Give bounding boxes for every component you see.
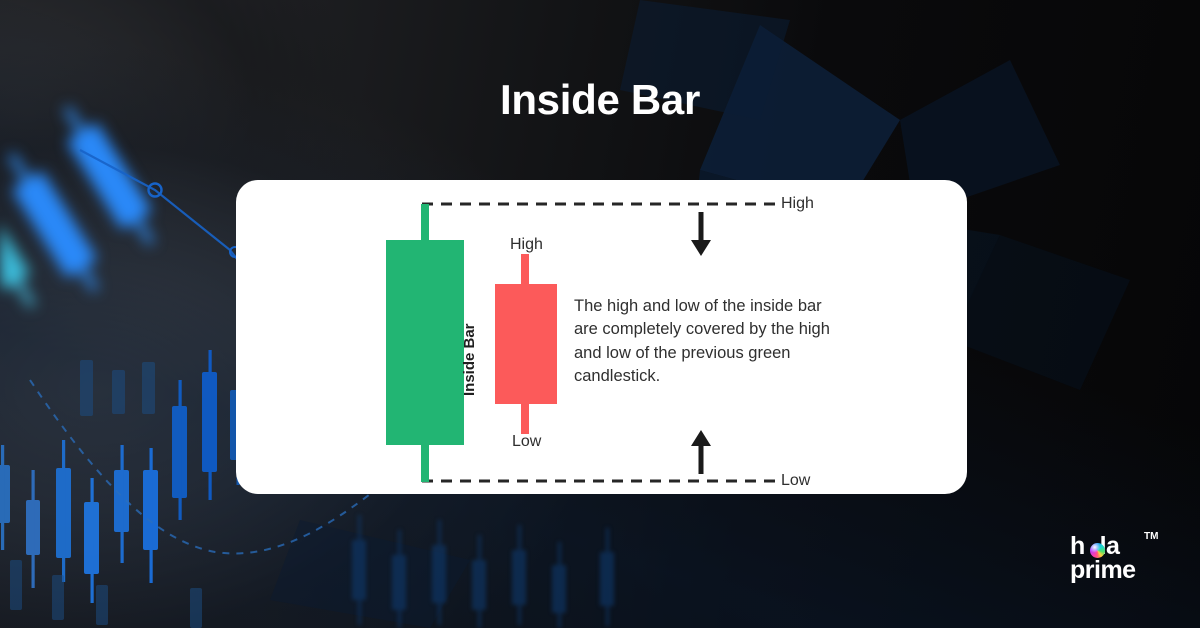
logo-gradient-o-icon bbox=[1089, 543, 1105, 558]
logo-trademark: TM bbox=[1144, 531, 1159, 542]
page-title: Inside Bar bbox=[499, 76, 701, 123]
red-candle-body bbox=[495, 284, 557, 404]
logo-top-row: hola TM bbox=[1070, 531, 1176, 561]
candlestick-diagram bbox=[236, 180, 967, 494]
label-inside-bar: Inside Bar bbox=[461, 323, 478, 396]
logo-prime-text: prime bbox=[1070, 556, 1136, 584]
green-candle-body bbox=[386, 240, 464, 445]
brand-logo: hola TM prime bbox=[1070, 531, 1176, 589]
diagram-svg bbox=[386, 202, 781, 483]
label-inner-high: High bbox=[510, 236, 543, 253]
down-arrow-icon bbox=[691, 212, 711, 256]
diagram-card: High Low High Low Inside Bar The high an… bbox=[236, 180, 967, 494]
logo-hola-text: hola bbox=[1070, 532, 1120, 560]
label-inner-low: Low bbox=[512, 433, 542, 450]
up-arrow-icon bbox=[691, 430, 711, 474]
label-outer-high: High bbox=[781, 195, 814, 212]
label-outer-low: Low bbox=[781, 472, 811, 489]
description-text: The high and low of the inside bar are c… bbox=[574, 297, 830, 386]
